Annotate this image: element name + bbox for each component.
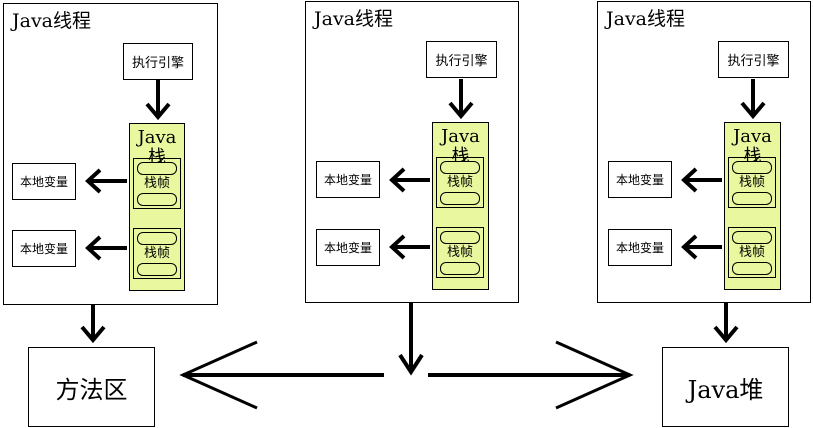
down-arrow-icon <box>145 80 171 121</box>
frame-label: 栈帧 <box>143 176 170 191</box>
local-variables: 本地变量 <box>316 161 380 198</box>
frame-pill-top <box>440 161 480 174</box>
execution-engine: 执行引擎 <box>123 43 193 80</box>
thread-title: Java线程 <box>606 8 686 30</box>
java-stack: Java栈 栈帧 栈帧 <box>724 122 781 290</box>
java-heap: Java堆 <box>662 347 789 427</box>
frame-pill-top <box>137 232 177 245</box>
frame-pill-bottom <box>137 193 177 206</box>
large-left-arrow-icon <box>179 340 384 410</box>
frame-pill-bottom <box>137 263 177 276</box>
left-arrow-icon <box>389 167 430 193</box>
frame-pill-top <box>732 231 772 244</box>
left-arrow-icon <box>681 234 722 260</box>
frame-label: 栈帧 <box>738 175 765 190</box>
frame-label: 栈帧 <box>446 245 473 260</box>
left-arrow-icon <box>389 234 430 260</box>
local-variables: 本地变量 <box>608 161 672 198</box>
left-arrow-icon <box>85 235 127 261</box>
java-stack: Java栈 栈帧 栈帧 <box>432 122 489 290</box>
java-stack: Java栈 栈帧 栈帧 <box>129 123 185 291</box>
frame-label: 栈帧 <box>143 246 170 261</box>
down-arrow-icon <box>448 79 474 120</box>
method-area: 方法区 <box>28 347 155 427</box>
frame-pill-bottom <box>440 262 480 275</box>
left-arrow-icon <box>681 167 722 193</box>
local-variables: 本地变量 <box>12 230 76 267</box>
frame-pill-top <box>732 161 772 174</box>
stack-frame: 栈帧 <box>133 158 181 209</box>
local-variables: 本地变量 <box>316 229 380 266</box>
thread-title: Java线程 <box>314 8 394 30</box>
down-arrow-icon <box>713 303 739 344</box>
frame-pill-top <box>440 231 480 244</box>
large-right-arrow-icon <box>428 340 634 410</box>
frame-pill-bottom <box>440 192 480 205</box>
thread-title: Java线程 <box>12 10 92 32</box>
frame-label: 栈帧 <box>446 175 473 190</box>
stack-frame: 栈帧 <box>436 157 484 208</box>
frame-pill-bottom <box>732 192 772 205</box>
down-arrow-icon <box>398 303 424 376</box>
stack-frame: 栈帧 <box>436 227 484 278</box>
stack-frame: 栈帧 <box>728 227 776 278</box>
left-arrow-icon <box>85 168 127 194</box>
execution-engine: 执行引擎 <box>718 41 789 78</box>
stack-frame: 栈帧 <box>728 157 776 208</box>
local-variables: 本地变量 <box>608 229 672 266</box>
down-arrow-icon <box>740 79 766 120</box>
execution-engine: 执行引擎 <box>426 41 497 78</box>
stack-frame: 栈帧 <box>133 228 181 279</box>
frame-label: 栈帧 <box>738 245 765 260</box>
down-arrow-icon <box>80 305 106 344</box>
frame-pill-top <box>137 162 177 175</box>
local-variables: 本地变量 <box>12 163 76 200</box>
frame-pill-bottom <box>732 262 772 275</box>
